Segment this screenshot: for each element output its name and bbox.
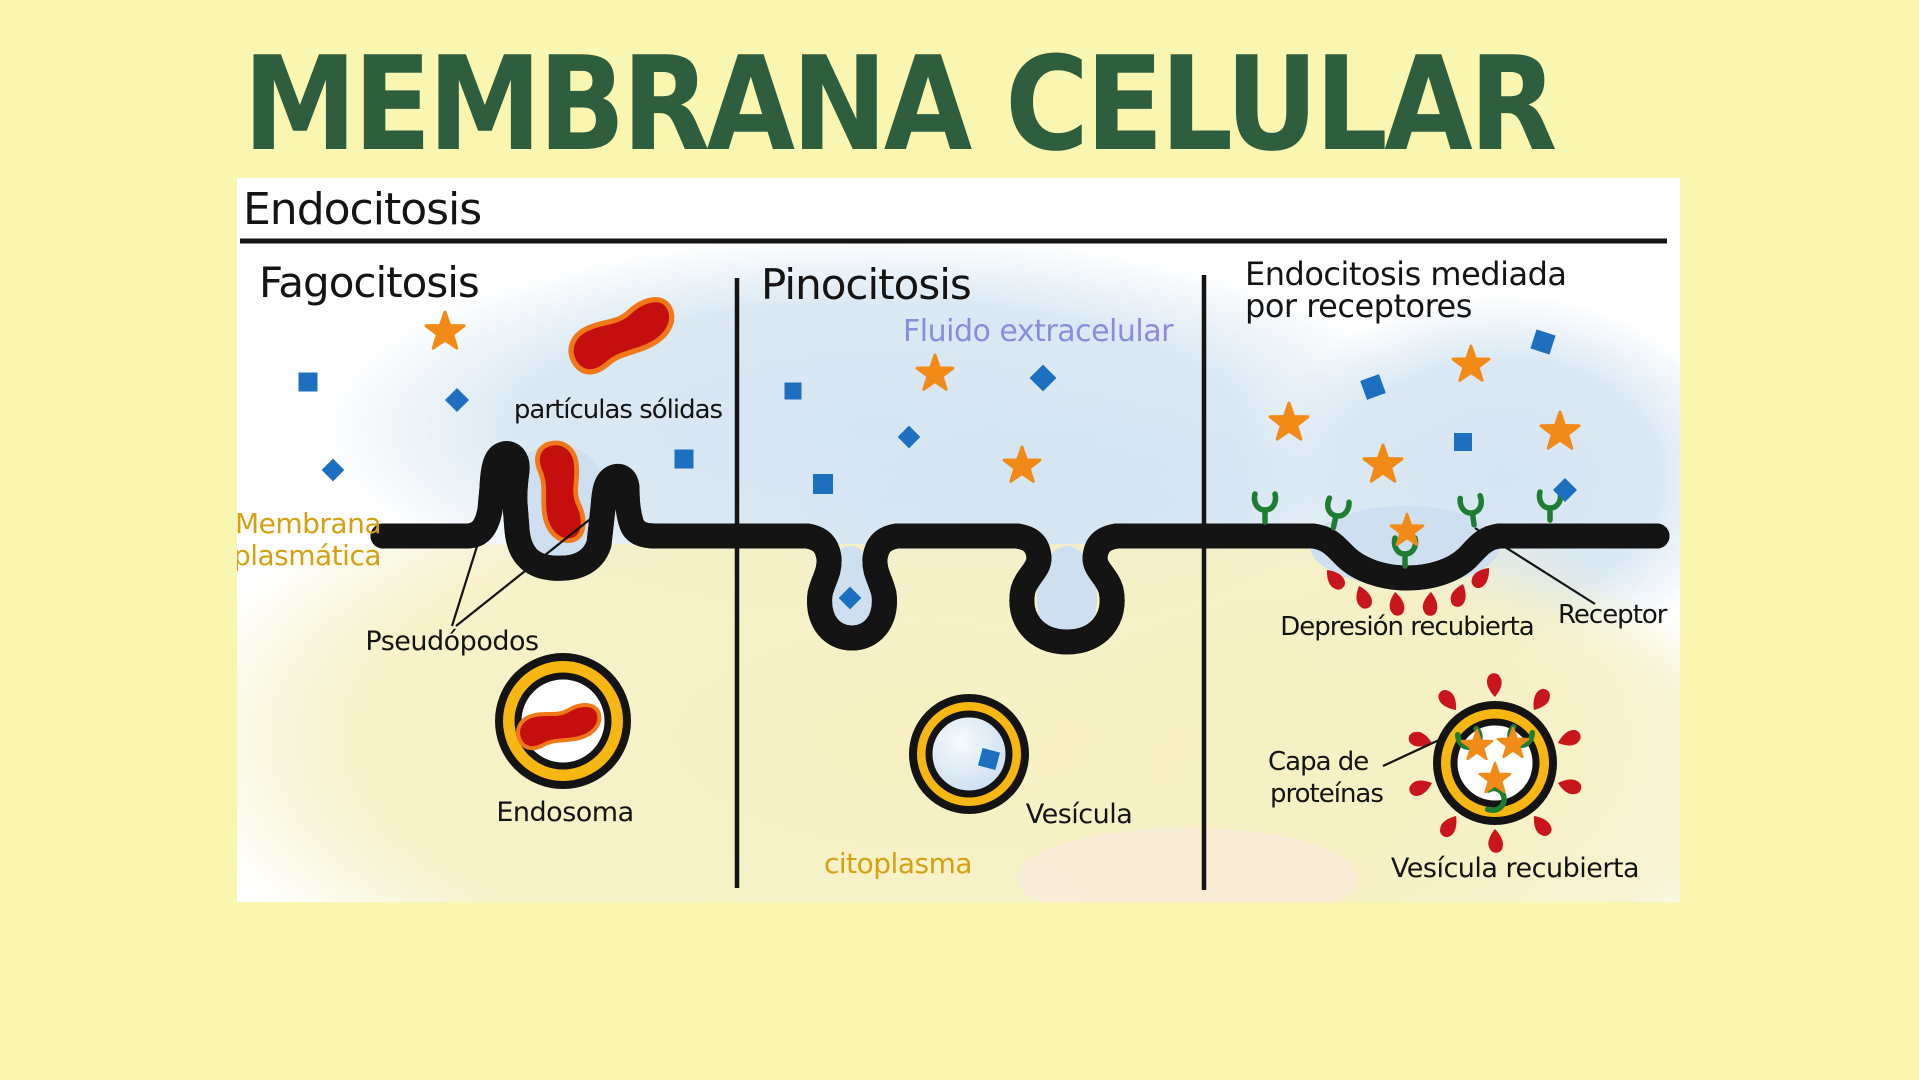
label-depresion-recubierta: Depresión recubierta: [1280, 612, 1533, 642]
page-title: MEMBRANA CELULAR: [243, 28, 1557, 180]
blue-square-icon: [1454, 433, 1472, 451]
label-membrana-line2: plasmática: [237, 539, 381, 572]
plasma-membrane: [370, 454, 1670, 655]
endosome: [495, 653, 631, 789]
label-capa-line1: Capa de: [1268, 747, 1368, 777]
section-heading-fagocitosis: Fagocitosis: [259, 258, 479, 307]
label-capa-line2: proteínas: [1270, 779, 1383, 809]
diagram-heading: Endocitosis: [243, 184, 481, 235]
blue-square-icon: [784, 382, 802, 400]
pinocytic-vesicle: [909, 694, 1029, 814]
label-citoplasma: citoplasma: [824, 847, 972, 880]
label-pseudopodos: Pseudópodos: [365, 626, 538, 657]
section-heading-receptores-line2: por receptores: [1245, 287, 1472, 325]
blue-square-icon: [298, 372, 318, 392]
label-membrana-line1: Membrana: [237, 507, 381, 540]
pit2-fluid: [1037, 546, 1097, 650]
coated-vesicle: [1406, 673, 1584, 853]
leader-lines: [450, 475, 1596, 767]
label-fluido-extracelular: Fluido extracelular: [903, 314, 1174, 349]
section-heading-pinocitosis: Pinocitosis: [761, 260, 971, 309]
label-vesicula-recubierta: Vesícula recubierta: [1391, 853, 1639, 884]
label-vesicula: Vesícula: [1026, 799, 1133, 830]
endocytosis-diagram: Endocitosis Fagocitosis Pinocitosis Endo…: [237, 184, 1680, 902]
blue-square-icon: [813, 474, 833, 494]
section-heading-receptores-line1: Endocitosis mediada: [1245, 255, 1567, 293]
label-particulas-solidas: partículas sólidas: [514, 395, 723, 425]
blue-square-icon: [674, 449, 694, 469]
endocytosis-diagram-panel: Endocitosis Fagocitosis Pinocitosis Endo…: [237, 178, 1680, 902]
label-endosoma: Endosoma: [496, 797, 633, 828]
label-receptor: Receptor: [1558, 600, 1668, 630]
